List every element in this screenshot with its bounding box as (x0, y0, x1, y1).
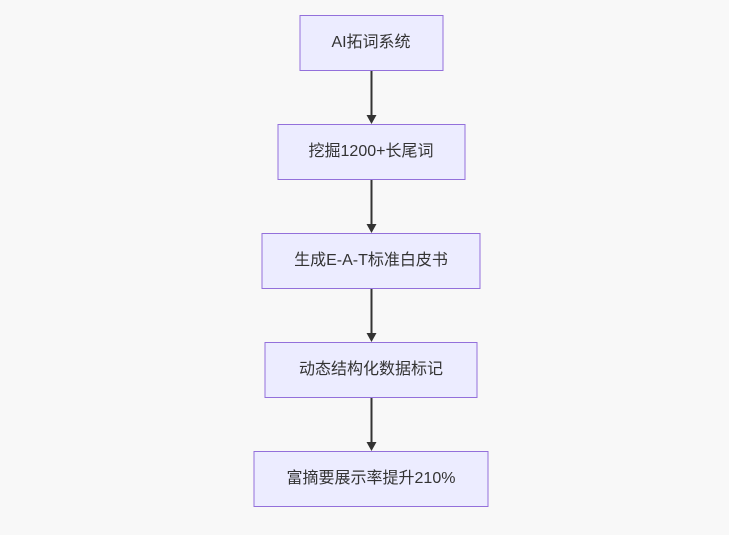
flow-node: AI拓词系统 (299, 15, 443, 71)
arrow-head-icon (366, 442, 376, 451)
arrow-head-icon (366, 115, 376, 124)
flow-node-label: 动态结构化数据标记 (298, 361, 443, 379)
flow-node: 挖掘1200+长尾词 (277, 124, 465, 180)
arrow-line (370, 398, 372, 443)
flowchart: AI拓词系统 挖掘1200+长尾词 生成E-A-T标准白皮书 动态结构化数据标记… (253, 15, 489, 507)
flow-node: 动态结构化数据标记 (264, 342, 478, 398)
flow-arrow-down (366, 180, 376, 233)
arrow-line (370, 180, 372, 225)
flow-node-label: 富摘要展示率提升210% (286, 470, 456, 488)
arrow-line (370, 289, 372, 334)
flow-node-label: 生成E-A-T标准白皮书 (294, 252, 448, 270)
flow-arrow-down (366, 398, 376, 451)
arrow-line (370, 71, 372, 116)
flow-arrow-down (366, 71, 376, 124)
flow-node-label: AI拓词系统 (331, 34, 411, 52)
flow-node: 富摘要展示率提升210% (253, 451, 489, 507)
flow-arrow-down (366, 289, 376, 342)
flow-node-label: 挖掘1200+长尾词 (308, 143, 434, 161)
arrow-head-icon (366, 333, 376, 342)
arrow-head-icon (366, 224, 376, 233)
flow-node: 生成E-A-T标准白皮书 (261, 233, 481, 289)
